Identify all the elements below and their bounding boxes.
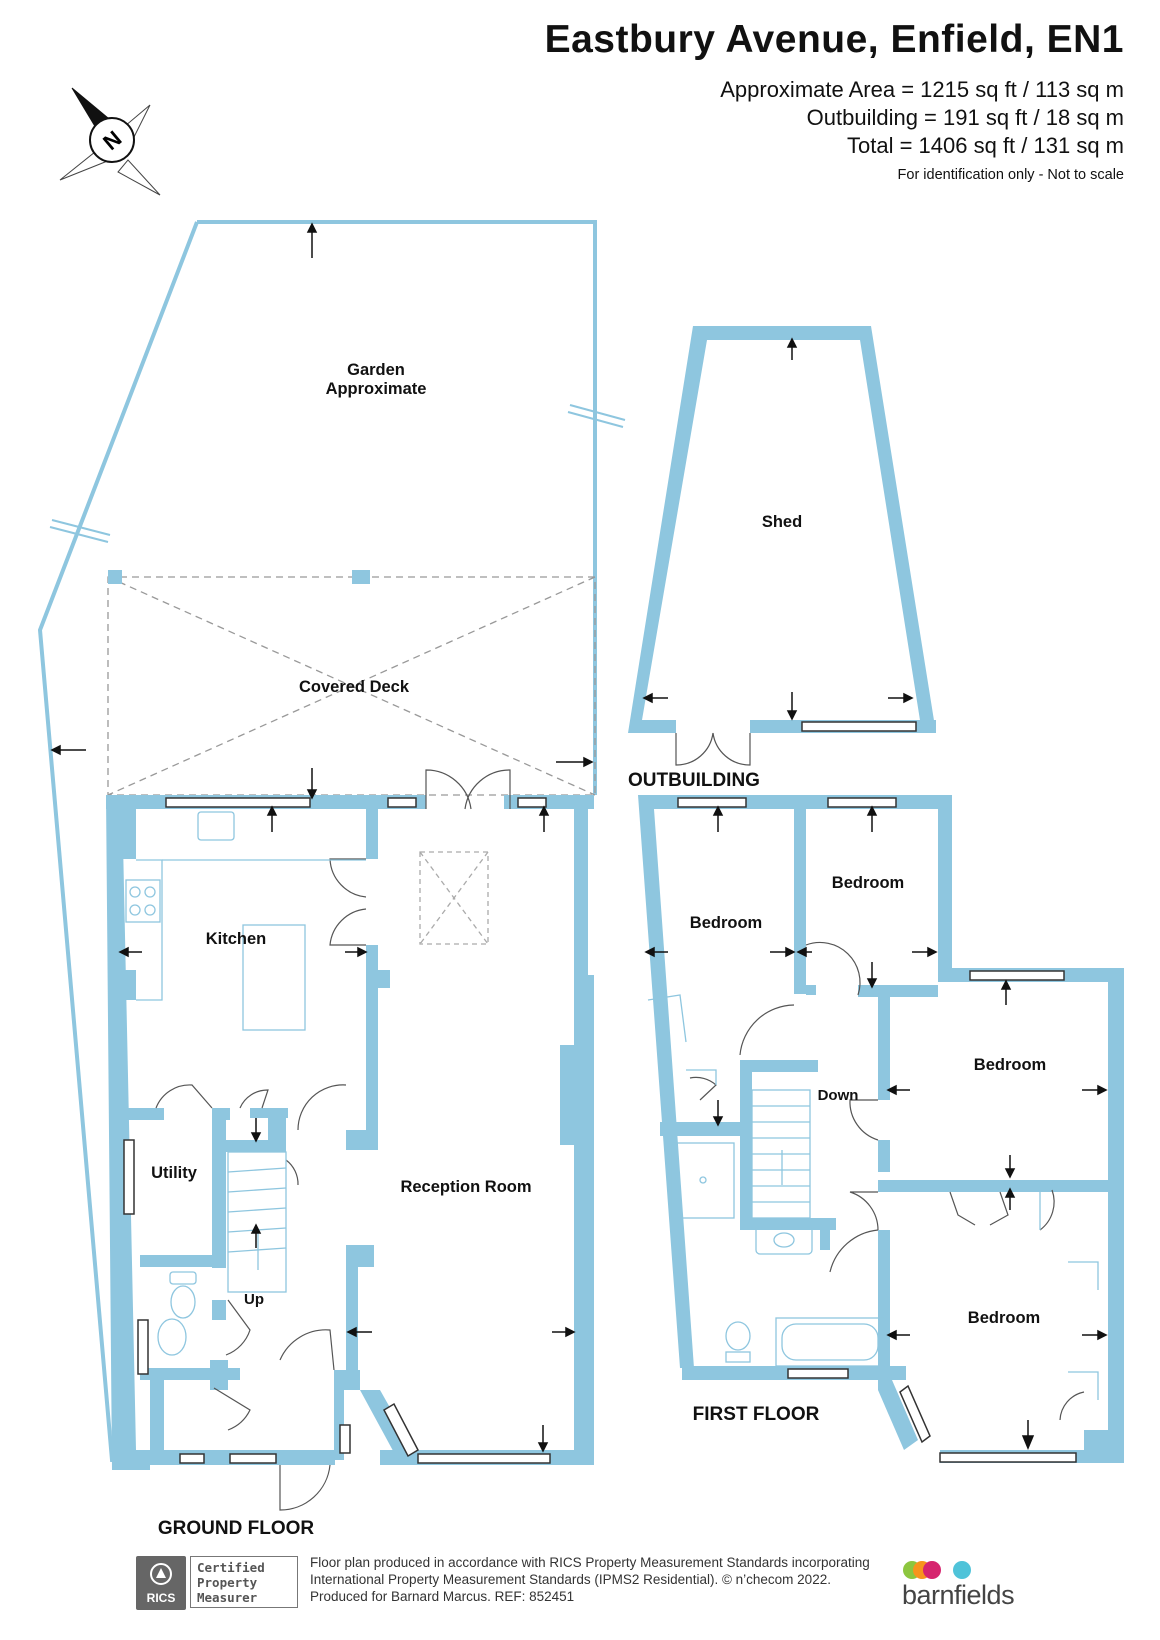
first-floor-doors (689, 941, 1085, 1421)
utility-label: Utility (151, 1164, 198, 1182)
area-summary: Approximate Area = 1215 sq ft / 113 sq m… (720, 76, 1124, 184)
bedroom-1-label: Bedroom (690, 914, 762, 932)
footer-line-3: Produced for Barnard Marcus. REF: 852451 (310, 1589, 575, 1604)
shed-label: Shed (762, 513, 802, 531)
page-title: Eastbury Avenue, Enfield, EN1 (544, 18, 1124, 61)
kitchen-label: Kitchen (206, 930, 267, 948)
first-floor-fixtures (647, 994, 1099, 1400)
stairs-down-label: Down (818, 1087, 859, 1104)
garden-label: Garden (347, 361, 405, 379)
bedroom-3-label: Bedroom (974, 1056, 1046, 1074)
bedroom-4-label: Bedroom (968, 1309, 1040, 1327)
first-floor-walls (638, 795, 1124, 1463)
brand-logo: barnfields (902, 1560, 1032, 1612)
certified-measurer-badge: Certified Property Measurer (190, 1556, 298, 1608)
rics-logo: RICS (136, 1556, 186, 1610)
covered-deck-label: Covered Deck (299, 678, 410, 696)
rics-crest-icon (150, 1563, 172, 1585)
total-area: Total = 1406 sq ft / 131 sq m (847, 133, 1124, 158)
ground-floor-walls (106, 795, 594, 1470)
outbuilding-area: Outbuilding = 191 sq ft / 18 sq m (806, 105, 1124, 130)
rics-badge: RICS Certified Property Measurer (136, 1556, 302, 1610)
first-floor-label: FIRST FLOOR (693, 1404, 820, 1425)
shed-doors (675, 732, 751, 766)
stairs-up-label: Up (244, 1291, 264, 1308)
footer-line-2: International Property Measurement Stand… (310, 1572, 831, 1587)
scale-note: For identification only - Not to scale (897, 167, 1124, 183)
measurement-arrows (50, 222, 1108, 1453)
brand-dots-icon (903, 1561, 971, 1579)
approximate-area: Approximate Area = 1215 sq ft / 113 sq m (720, 77, 1124, 102)
garden-approximate-label: Approximate (326, 380, 427, 398)
footer-line-1: Floor plan produced in accordance with R… (310, 1555, 870, 1570)
reception-room-label: Reception Room (400, 1178, 531, 1196)
ground-floor-doors (155, 769, 511, 1511)
ground-floor-fixtures (125, 811, 489, 1356)
ground-floor-windows (123, 797, 551, 1464)
compass-icon: N (59, 87, 161, 196)
deck-post (108, 570, 122, 584)
footer-disclaimer: Floor plan produced in accordance with R… (310, 1554, 910, 1605)
bedroom-2-label: Bedroom (832, 874, 904, 892)
ground-floor-label: GROUND FLOOR (158, 1518, 314, 1539)
first-floor-windows (677, 797, 1077, 1463)
shed-window (801, 721, 917, 732)
outbuilding-label: OUTBUILDING (628, 770, 760, 791)
deck-post (352, 570, 370, 584)
brand-name: barnfields (902, 1580, 1015, 1610)
